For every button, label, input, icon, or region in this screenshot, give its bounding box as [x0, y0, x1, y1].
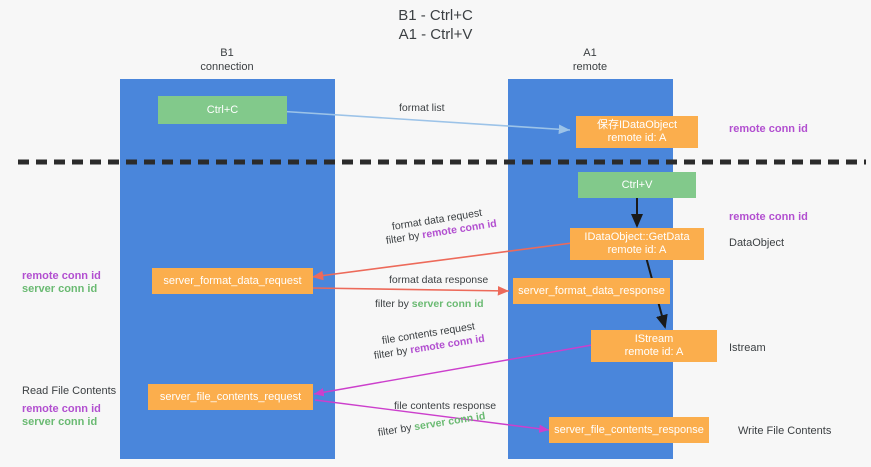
node-istream-line1: IStream: [634, 333, 674, 345]
annotation-write-file-contents: Write File Contents: [738, 425, 832, 437]
edge-label-file-contents-response: file contents response: [394, 400, 497, 412]
annotation-left-remote-conn-id-2: remote conn id: [22, 403, 101, 415]
annotation-left-server-conn-id-2: server conn id: [22, 416, 98, 428]
node-ctrl-c[interactable]: Ctrl+C: [158, 96, 287, 124]
column-head-a1-name: A1: [583, 47, 597, 59]
title-line-1: B1 - Ctrl+C: [398, 7, 473, 24]
node-save-idataobject-line1: 保存IDataObject: [596, 119, 678, 131]
column-head-b1-role: connection: [200, 61, 254, 73]
annotation-left-remote-conn-id: remote conn id: [22, 270, 101, 282]
node-ctrl-v[interactable]: Ctrl+V: [578, 172, 696, 198]
node-idataobject-getdata[interactable]: IDataObject::GetData remote id: A: [570, 228, 704, 260]
annotation-remote-conn-id-top: remote conn id: [729, 123, 808, 135]
node-save-idataobject[interactable]: 保存IDataObject remote id: A: [576, 116, 698, 148]
edge-label-file-contents-response-filter: filter by server conn id: [377, 410, 487, 439]
column-head-b1: B1 connection: [152, 46, 302, 74]
edge-format-data-response: [312, 286, 510, 296]
node-getdata-line1: IDataObject::GetData: [584, 231, 690, 243]
edge-label-format-data-response: format data response: [389, 274, 489, 286]
node-istream-line2: remote id: A: [624, 346, 684, 358]
node-server-format-data-request[interactable]: server_format_data_request: [152, 268, 313, 294]
node-istream[interactable]: IStream remote id: A: [591, 330, 717, 362]
node-save-idataobject-line2: remote id: A: [607, 132, 667, 144]
page-title: B1 - Ctrl+C A1 - Ctrl+V: [0, 6, 871, 44]
node-getdata-line2: remote id: A: [607, 244, 667, 256]
annotation-istream: Istream: [729, 342, 766, 354]
annotation-read-file-contents: Read File Contents: [22, 385, 117, 397]
node-server-format-data-response[interactable]: server_format_data_response: [513, 278, 670, 304]
edge-label-format-data-response-filter: filter by server conn id: [375, 298, 484, 310]
annotation-dataobject: DataObject: [729, 237, 785, 249]
node-server-file-contents-response[interactable]: server_file_contents_response: [549, 417, 709, 443]
annotation-remote-conn-id-mid: remote conn id: [729, 211, 808, 223]
column-head-b1-name: B1: [220, 47, 234, 59]
column-head-a1-role: remote: [572, 61, 608, 73]
annotation-left-server-conn-id: server conn id: [22, 283, 98, 295]
node-server-file-contents-request[interactable]: server_file_contents_request: [148, 384, 313, 410]
column-head-a1: A1 remote: [515, 46, 665, 74]
title-line-2: A1 - Ctrl+V: [398, 26, 473, 43]
edge-label-format-list: format list: [399, 102, 445, 114]
